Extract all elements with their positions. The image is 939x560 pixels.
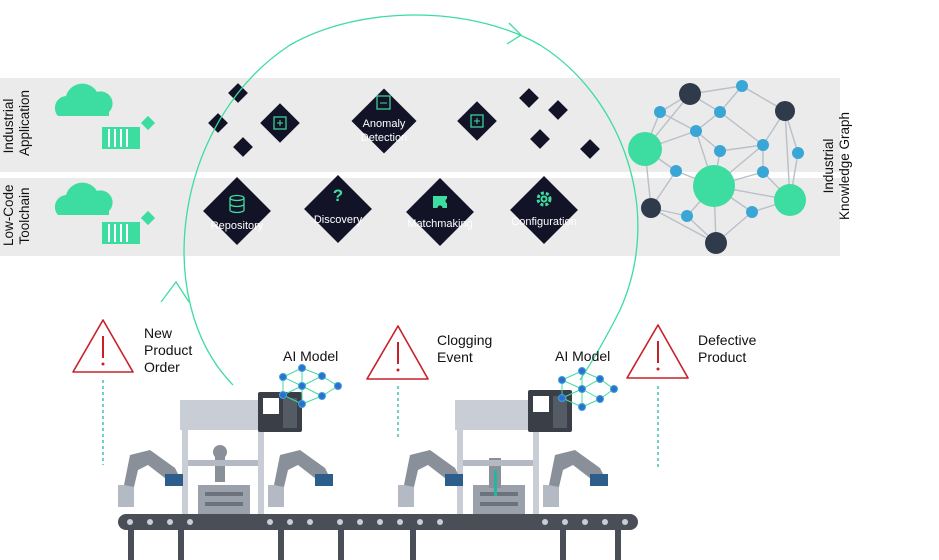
warning-triangle-icon bbox=[366, 325, 429, 380]
graph-node bbox=[792, 147, 804, 159]
discovery-diamond[interactable]: ? Discovery bbox=[304, 175, 372, 243]
graph-node bbox=[775, 101, 795, 121]
knowledge-graph-label: Industrial Knowledge Graph bbox=[821, 111, 852, 221]
robot-arm bbox=[268, 450, 333, 507]
anomaly-label-2: Detection bbox=[361, 132, 407, 144]
cloud-icon bbox=[54, 182, 113, 215]
matchmaking-label: Matchmaking bbox=[407, 218, 472, 230]
graph-node bbox=[746, 206, 758, 218]
connector-icon bbox=[102, 210, 156, 244]
new-product-order-label: New Product Order bbox=[144, 325, 193, 375]
cycle-arrow bbox=[160, 14, 639, 386]
discovery-label: Discovery bbox=[314, 214, 363, 226]
graph-node bbox=[690, 125, 702, 137]
application-band bbox=[0, 78, 840, 172]
robot-arm bbox=[398, 450, 463, 507]
ai-model-label-left: AI Model bbox=[283, 348, 339, 364]
neural-network-icon bbox=[279, 364, 342, 408]
graph-node bbox=[736, 80, 748, 92]
graph-node bbox=[774, 184, 806, 216]
graph-node bbox=[670, 165, 682, 177]
database-icon bbox=[229, 194, 245, 214]
knowledge-graph bbox=[628, 80, 806, 254]
robot-arm bbox=[118, 450, 183, 507]
repository-diamond[interactable]: Repository bbox=[203, 177, 271, 245]
cloud-icon bbox=[54, 83, 113, 116]
puzzle-icon bbox=[433, 196, 451, 211]
graph-node bbox=[714, 106, 726, 118]
anomaly-detection-diamond[interactable]: Anomaly Detection bbox=[351, 88, 417, 154]
defective-product-label: Defective Product bbox=[698, 332, 757, 365]
graph-node bbox=[714, 145, 726, 157]
matchmaking-diamond[interactable]: Matchmaking bbox=[406, 178, 474, 246]
application-band-label: Industrial Application bbox=[1, 89, 32, 156]
repository-label: Repository bbox=[211, 220, 264, 232]
chip-icon bbox=[273, 116, 287, 130]
graph-node bbox=[757, 166, 769, 178]
graph-node bbox=[628, 132, 662, 166]
configuration-label: Configuration bbox=[511, 216, 576, 228]
clogging-event-label: Clogging Event bbox=[437, 332, 493, 365]
robot-arm bbox=[543, 450, 608, 507]
graph-node bbox=[757, 139, 769, 151]
graph-node bbox=[705, 232, 727, 254]
question-icon: ? bbox=[333, 186, 343, 205]
graph-node bbox=[641, 198, 661, 218]
chip-icon bbox=[470, 114, 484, 128]
toolchain-band-label: Low-Code Toolchain bbox=[1, 184, 32, 246]
graph-node bbox=[679, 83, 701, 105]
ai-model-label-right: AI Model bbox=[555, 348, 611, 364]
chip-icon bbox=[376, 95, 391, 110]
gear-icon bbox=[536, 191, 552, 207]
graph-node bbox=[654, 106, 666, 118]
warning-triangle-icon bbox=[72, 319, 134, 373]
small-diamond bbox=[233, 137, 253, 157]
conveyor-belt bbox=[118, 514, 638, 560]
anomaly-label-1: Anomaly bbox=[363, 118, 406, 130]
graph-node bbox=[693, 165, 735, 207]
neural-network-icon bbox=[558, 367, 618, 411]
graph-node bbox=[681, 210, 693, 222]
warning-triangle-icon bbox=[626, 324, 689, 379]
